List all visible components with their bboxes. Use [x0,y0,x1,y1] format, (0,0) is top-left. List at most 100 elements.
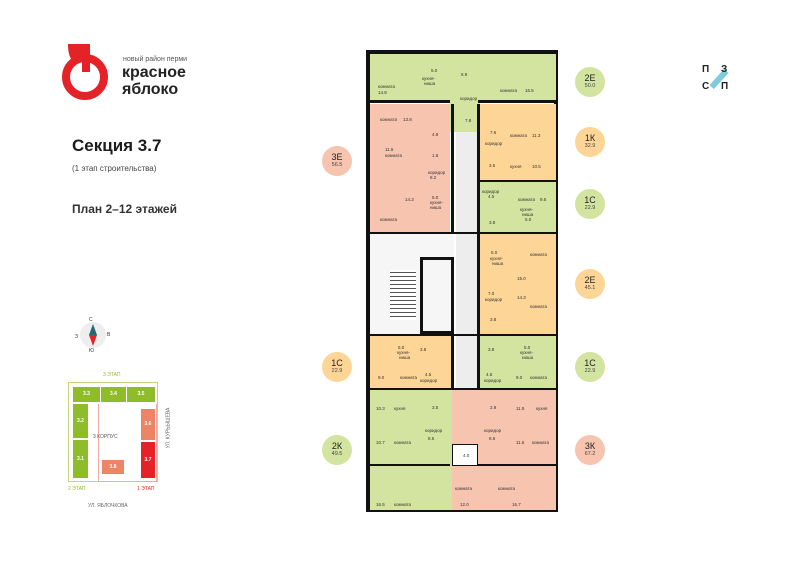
room-label: коридор [420,378,438,383]
section-3-8: 3.8 [102,460,124,474]
room-label: ниша [430,205,442,210]
logo-tagline: новый район перми [123,56,188,63]
apartment-type: 3К [584,441,596,451]
room-label: коридор [484,378,502,383]
apartment-1c-22-c[interactable] [480,336,556,388]
room-label: комната [394,440,412,445]
room-label: комната [394,502,412,507]
room-label: комната [380,217,398,222]
street-right-label: УЛ. КУРЬЫШЕВА [165,407,172,449]
room-label: 5.0 [491,250,498,255]
room-label: 8.2 [430,175,437,180]
section-3-3: 3.3 [73,387,100,402]
room-label: комната [518,197,536,202]
room-label: 7.6 [490,130,497,135]
room-label: ниша [522,355,534,360]
street-bottom-label: УЛ. ЯБЛОЧКОВА [88,503,128,509]
room-label: ниша [522,212,534,217]
room-label: 11.5 [516,406,525,411]
room-label: коридор [484,428,502,433]
plan-floors-title: План 2–12 этажей [72,202,177,216]
compass-north: С [89,317,93,323]
room-label: коридор [485,297,503,302]
room-label: комната [455,486,473,491]
section-3-5: 3.5 [127,387,155,402]
room-label: 14.8 [378,90,387,95]
pzsp-logo: П З С П [702,64,732,94]
room-label: кухня- [520,207,533,212]
page-subtitle: (1 этап строительства) [72,164,157,173]
room-label: 5.0 [398,345,405,350]
room-label: 11.6 [385,147,394,152]
room-label: комната [530,304,548,309]
room-label: 15.0 [517,276,526,281]
stage2-label: 2 ЭТАП [68,486,86,492]
room-label: 9.5 [540,197,547,202]
storage-room [452,444,478,466]
room-label: коридор [425,428,443,433]
room-label: 8.6 [489,436,496,441]
apartment-1k-32[interactable] [480,104,556,180]
room-label: кухня- [490,256,503,261]
section-3-1: 3.1 [73,440,88,478]
apartment-type: 1С [584,358,596,368]
room-label: 13.8 [403,117,412,122]
room-label: кухня- [520,350,533,355]
logo-letter: С [702,81,710,92]
room-label: комната [380,117,398,122]
room-label: 3.8 [490,317,497,322]
section-3-2: 3.2 [73,404,88,438]
apartment-type: 1С [584,195,596,205]
room-label: 3.8 [489,220,496,225]
room-label: кухня [510,164,522,169]
apartment-2e-45[interactable] [480,234,556,334]
room-label: 10.3 [376,406,385,411]
page-title: Секция 3.7 [72,136,162,155]
apartment-area: 22.9 [584,368,596,374]
stage3-label: 3 ЭТАП [103,372,121,378]
apartment-3e-56[interactable] [370,104,450,232]
section-3-4: 3.4 [101,387,126,402]
room-label: 14.3 [517,295,526,300]
apartment-area: 56.5 [331,162,343,168]
apartment-area: 67.2 [584,451,596,457]
logo-letter: П [721,81,729,92]
room-label: комната [385,153,403,158]
room-label: коридор [428,170,446,175]
room-label: 3.5 [432,405,439,410]
room-label: 16.7 [512,502,521,507]
room-label: 7.8 [465,118,472,123]
room-label: 5.9 [461,72,468,77]
room-label: 14.3 [405,197,414,202]
room-label: 3.8 [488,347,495,352]
room-label: кухня- [422,76,435,81]
room-label: 16.5 [525,88,534,93]
logo-name-line1: красное [122,64,186,81]
room-label: 3.5 [489,163,496,168]
room-label: комната [530,252,548,257]
building-label: 3 КОРПУС [93,434,118,440]
apartment-area: 32.9 [584,143,596,149]
room-label: кухня [536,406,548,411]
room-label: 11.6 [516,440,525,445]
apartment-2e-50[interactable] [370,54,556,100]
room-label: кухня- [397,350,410,355]
room-label: 8.5 [428,436,435,441]
apartment-1c-22-a[interactable] [480,182,556,232]
room-label: коридор [460,96,478,101]
room-label: 1.6 [432,153,439,158]
apartment-area: 45.1 [584,285,596,291]
apartment-2k-49[interactable] [370,390,452,510]
room-label: комната [500,88,518,93]
apartment-area: 49.5 [331,451,343,457]
apartment-1c-22-b[interactable] [370,336,452,388]
